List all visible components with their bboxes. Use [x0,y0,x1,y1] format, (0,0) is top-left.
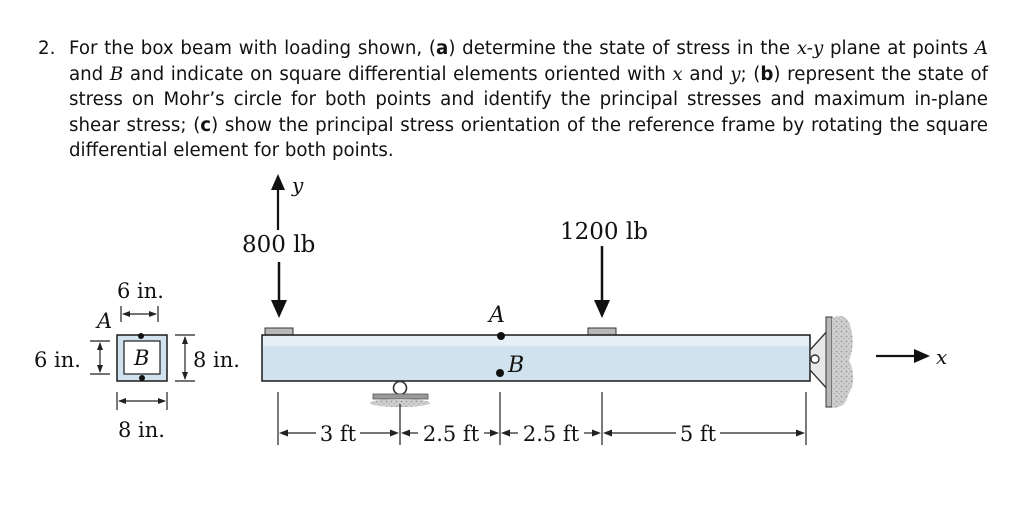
section-point-a-label: A [95,309,112,333]
fixed-wall-support [809,316,854,408]
load-left-label: 800 lb [242,232,315,258]
section-bottom-dim-label: 8 in. [118,418,165,442]
span-dimension-lines [277,392,807,445]
section-top-dim-label: 6 in. [117,279,164,303]
span-label-2: 2.5 ft [423,422,480,446]
point-a-marker [497,332,505,340]
y-axis-label: y [291,173,304,197]
span-label-3: 2.5 ft [523,422,580,446]
point-a-label: A [487,303,505,328]
section-top-dim-line [120,306,159,322]
x-axis-label: x [936,345,947,369]
section-left-dim-line [90,340,110,375]
load-plate-right [587,327,617,336]
pin-support [370,380,430,407]
section-bottom-dim-line [116,392,168,410]
cross-section [116,333,168,382]
x-axis-arrow [876,349,930,363]
load-plate-left [264,327,294,336]
y-axis-arrow [271,174,285,230]
load-right-label: 1200 lb [560,219,648,245]
section-point-b-label: B [133,346,149,370]
point-b-label: B [507,353,524,378]
load-right-arrow [594,246,610,318]
span-dimension-arrowheads [279,429,805,437]
span-label-1: 3 ft [320,422,357,446]
section-right-dim-label: 8 in. [193,348,240,372]
load-left-arrow [271,262,287,318]
point-b-marker [496,369,504,377]
problem-statement: 2. For the box beam with loading shown, … [38,36,988,164]
beam-highlight [263,336,809,346]
problem-number: 2. [38,38,56,59]
problem-text: For the box beam with loading shown, (a)… [69,38,988,162]
section-right-dim-line [175,334,195,382]
section-left-dim-label: 6 in. [34,348,81,372]
span-label-4: 5 ft [680,422,717,446]
